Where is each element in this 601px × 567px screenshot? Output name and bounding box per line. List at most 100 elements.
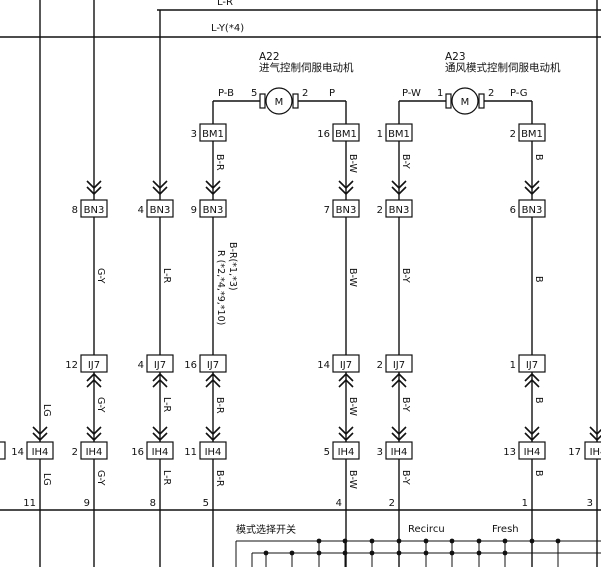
connector-label: BN3: [389, 205, 410, 216]
bottom-number: 9: [84, 498, 90, 509]
connector-label: BM1: [521, 129, 543, 140]
connector-arrow-icon: [338, 426, 354, 442]
connector-label: IH4: [205, 447, 222, 458]
connector-arrow-icon: [86, 180, 102, 196]
motor-a23-right-wire: P-G: [510, 88, 528, 99]
connector-label: IH4: [524, 447, 541, 458]
motor-a23-symbol: [451, 87, 479, 115]
connector-label: BM1: [335, 129, 357, 140]
motor-a23: A23 通风模式控制伺服电动机 M 1 2 P-W P-G: [398, 51, 561, 124]
connector-arrow-icon: [391, 180, 407, 196]
wire-label-bot: B-R: [214, 470, 225, 487]
bottom-number: 4: [336, 498, 342, 509]
wire-label-mid: B: [533, 276, 544, 283]
wire-label-bot: L-R: [161, 470, 172, 486]
connector-arrow-icon: [524, 426, 540, 442]
connector-arrow-icon: [152, 372, 168, 388]
motor-a22-m: M: [275, 97, 284, 108]
pin-number: 2: [377, 205, 383, 216]
connector-ih4: IH4 16: [131, 441, 174, 460]
connector-arrow-icon: [205, 426, 221, 442]
connector-label: IJ7: [526, 360, 538, 371]
connector-ij7: IJ7 14: [317, 354, 360, 373]
connector-label: IJ7: [207, 360, 219, 371]
pin-number: 4: [138, 205, 144, 216]
connector-label: IH4: [152, 447, 169, 458]
connector-arrow-icon: [338, 180, 354, 196]
pin-number: 17: [568, 447, 581, 458]
connector-arrow-icon: [524, 180, 540, 196]
wire-label-mid: L-R: [161, 268, 172, 284]
connector-label: IH4: [338, 447, 355, 458]
bottom-number: 5: [203, 498, 209, 509]
column-lg-wire-low: LG: [41, 404, 52, 417]
wire-label-top: B: [533, 154, 544, 161]
connector-label: IJ7: [340, 360, 352, 371]
wire-label-mid: B-R(*1,*3): [227, 242, 238, 291]
connector-bm1: BM1 3: [191, 123, 227, 142]
connector-arrow-icon: [338, 372, 354, 388]
connector-label: IJ7: [154, 360, 166, 371]
pin-number: 8: [72, 205, 78, 216]
wire-label-low: B-R: [214, 397, 225, 414]
wire-label-low: B-W: [347, 397, 358, 417]
bottom-number: 3: [587, 498, 593, 509]
wire-label-low: B-Y: [400, 397, 411, 412]
wire-label-bot: G-Y: [95, 470, 106, 486]
pin-number: 12: [65, 360, 78, 371]
mode-switch-fresh: Fresh: [492, 524, 519, 535]
wire-label-mid: B-W: [347, 268, 358, 288]
wire-label-bot: B: [533, 470, 544, 477]
wire-label-bot: B-W: [347, 470, 358, 490]
pin-number: 7: [324, 205, 330, 216]
column-lg: LG LG IH4 14 11: [11, 0, 54, 567]
mode-switch-recirc: Recircu: [408, 524, 445, 535]
wire-label-bot: B-Y: [400, 470, 411, 485]
wire-label-low: B: [533, 397, 544, 404]
connector-arrow-icon: [86, 372, 102, 388]
connector-label: BN3: [84, 205, 105, 216]
mode-switch: 模式选择开关 Recircu Fresh: [235, 523, 601, 567]
top-wire-ly-label: L-Y(*4): [211, 23, 244, 34]
wire-label-low: L-R: [161, 397, 172, 413]
motor-a22-left-pin: 5: [251, 88, 257, 99]
pin-number: 16: [131, 447, 144, 458]
pin-number: 3: [191, 129, 197, 140]
connector-arrow-icon: [152, 426, 168, 442]
motor-a23-code: A23: [445, 51, 466, 63]
pin-number: 5: [324, 447, 330, 458]
motor-a22-name: 进气控制伺服电动机: [259, 61, 354, 74]
pin-number: 3: [377, 447, 383, 458]
pin-number: 16: [317, 129, 330, 140]
pin-number: 2: [72, 447, 78, 458]
motor-a22-symbol: [265, 87, 293, 115]
top-wire-lr-label: L-R: [217, 0, 233, 8]
pin-number: 14: [317, 360, 330, 371]
motor-a22-right-pin: 2: [302, 88, 308, 99]
connector-bn3: BN3 2: [377, 199, 413, 218]
connector-bm1: BM1 16: [317, 123, 360, 142]
connector-label: BM1: [202, 129, 224, 140]
wire-label-mid: B-Y: [400, 268, 411, 283]
top-wire-ly: L-Y(*4): [0, 23, 601, 38]
column-group: BN38G-YIJ712G-YIH42G-Y9BN34L-RIJ74L-RIH4…: [65, 0, 546, 567]
connector-label: BN3: [522, 205, 543, 216]
wire-label-mid: G-Y: [95, 268, 106, 284]
wire-label-mid-alt: R (*2,*4,*9,*10): [215, 250, 226, 325]
motor-a23-left-pin: 1: [437, 88, 443, 99]
connector-arrow-icon: [205, 372, 221, 388]
pin-number: 11: [184, 447, 197, 458]
